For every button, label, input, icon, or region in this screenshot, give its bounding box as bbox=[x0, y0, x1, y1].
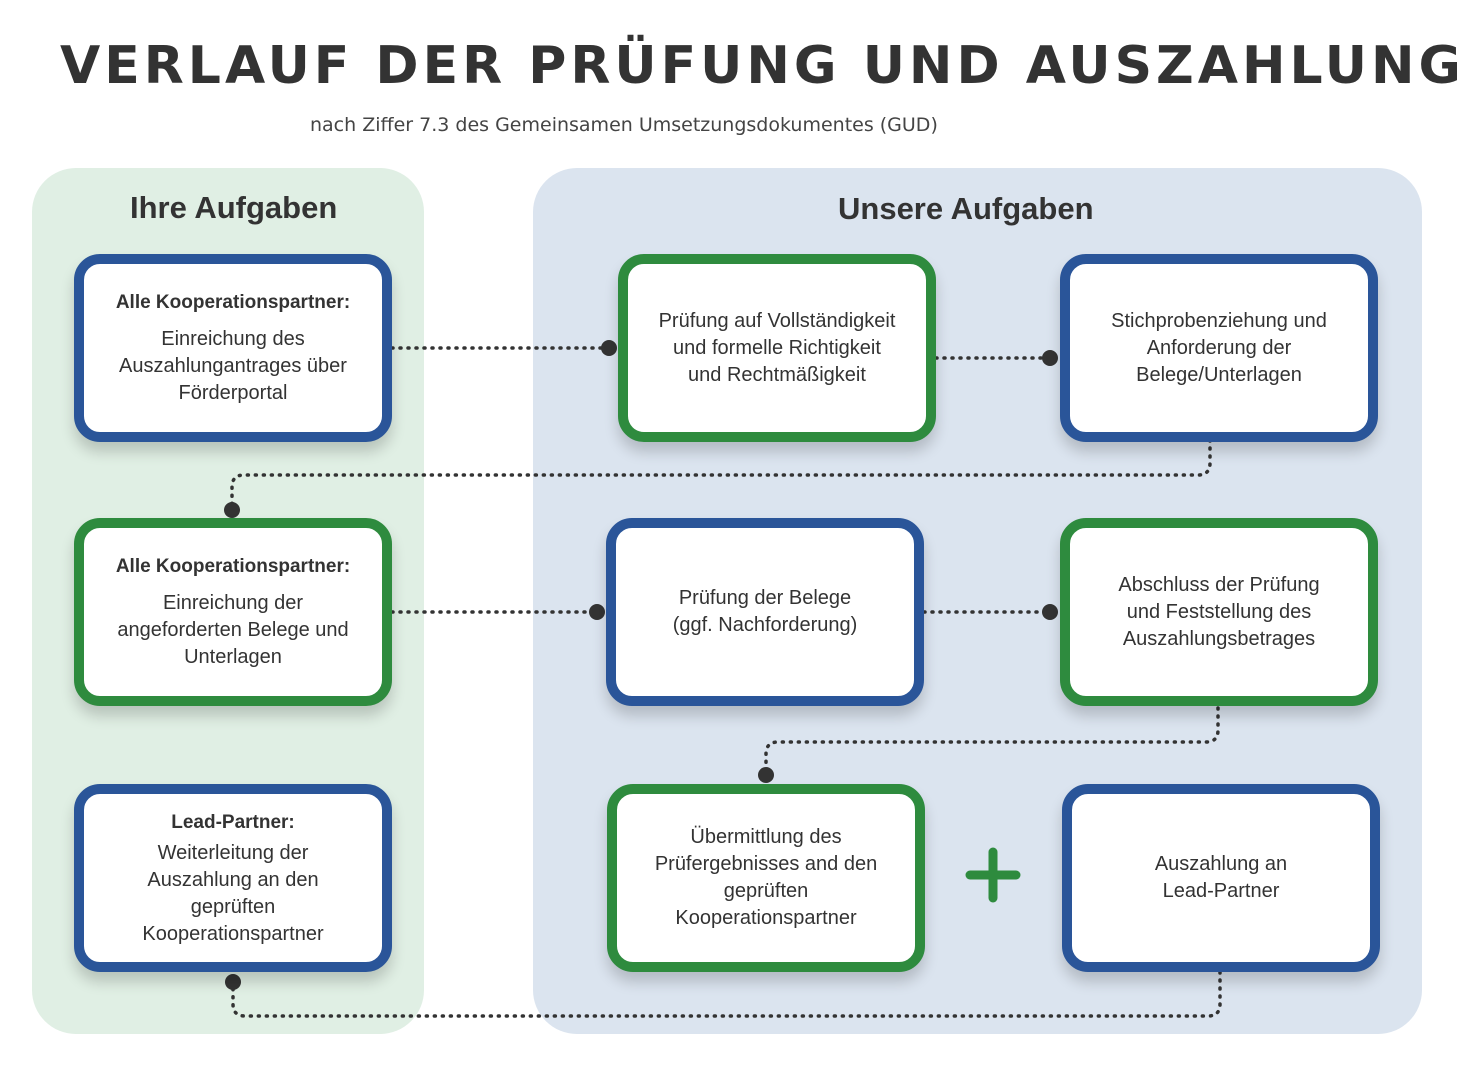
connector-dot bbox=[225, 974, 241, 990]
step-text: Prüfung auf Vollständigkeit und formelle… bbox=[658, 309, 896, 386]
connector-dot bbox=[224, 502, 240, 518]
unsere-aufgaben-heading: Unsere Aufgaben bbox=[838, 191, 1094, 226]
connector-unsere6-ihre3 bbox=[231, 970, 1222, 1018]
connector-dot bbox=[1042, 604, 1058, 620]
step-text: Stichprobenziehung und Anforderung der B… bbox=[1111, 309, 1327, 386]
step-pruefung-vollstaendigkeit: Prüfung auf Vollständigkeit und formelle… bbox=[618, 254, 936, 442]
step-heading: Lead-Partner: bbox=[171, 811, 295, 833]
step-text: Prüfung der Belege (ggf. Nachforderung) bbox=[672, 587, 858, 636]
step-text: Einreichung der angeforderten Belege und… bbox=[117, 592, 349, 668]
connector-dot bbox=[589, 604, 605, 620]
step-text: Übermittlung des Prüfergebnisses and den… bbox=[654, 826, 878, 929]
step-text: Weiterleitung der Auszahlung an den gepr… bbox=[142, 841, 324, 945]
step-einreichung-auszahlungsantrag: Alle Kooperationspartner: Einreichung de… bbox=[74, 254, 392, 442]
ihre-aufgaben-heading: Ihre Aufgaben bbox=[130, 190, 338, 225]
step-text: Einreichung des Auszahlungantrages über … bbox=[119, 328, 347, 404]
step-heading: Alle Kooperationspartner: bbox=[115, 556, 351, 577]
plus-icon bbox=[965, 847, 1021, 903]
connector-unsere4-unsere5 bbox=[764, 706, 1220, 777]
connector-dot bbox=[601, 340, 617, 356]
step-stichprobenziehung: Stichprobenziehung und Anforderung der B… bbox=[1060, 254, 1378, 442]
step-einreichung-belege: Alle Kooperationspartner: Einreichung de… bbox=[74, 518, 392, 706]
connector-dot bbox=[1042, 350, 1058, 366]
step-pruefung-belege: Prüfung der Belege (ggf. Nachforderung) bbox=[606, 518, 924, 706]
step-weiterleitung-auszahlung: Lead-Partner: Weiterleitung der Auszahlu… bbox=[74, 784, 392, 972]
step-text: Abschluss der Prüfung und Feststellung d… bbox=[1118, 573, 1320, 650]
page-subtitle: nach Ziffer 7.3 des Gemeinsamen Umsetzun… bbox=[310, 114, 938, 136]
step-abschluss-pruefung: Abschluss der Prüfung und Feststellung d… bbox=[1060, 518, 1378, 706]
step-auszahlung-lead-partner: Auszahlung an Lead-Partner bbox=[1062, 784, 1380, 972]
step-heading: Alle Kooperationspartner: bbox=[115, 292, 351, 313]
step-text: Auszahlung an Lead-Partner bbox=[1154, 853, 1288, 902]
page-title: VERLAUF DER PRÜFUNG UND AUSZAHLUNG bbox=[60, 36, 1457, 96]
step-uebermittlung-pruefergebnis: Übermittlung des Prüfergebnisses and den… bbox=[607, 784, 925, 972]
connector-dot bbox=[758, 767, 774, 783]
connector-unsere2-ihre2 bbox=[230, 438, 1212, 511]
